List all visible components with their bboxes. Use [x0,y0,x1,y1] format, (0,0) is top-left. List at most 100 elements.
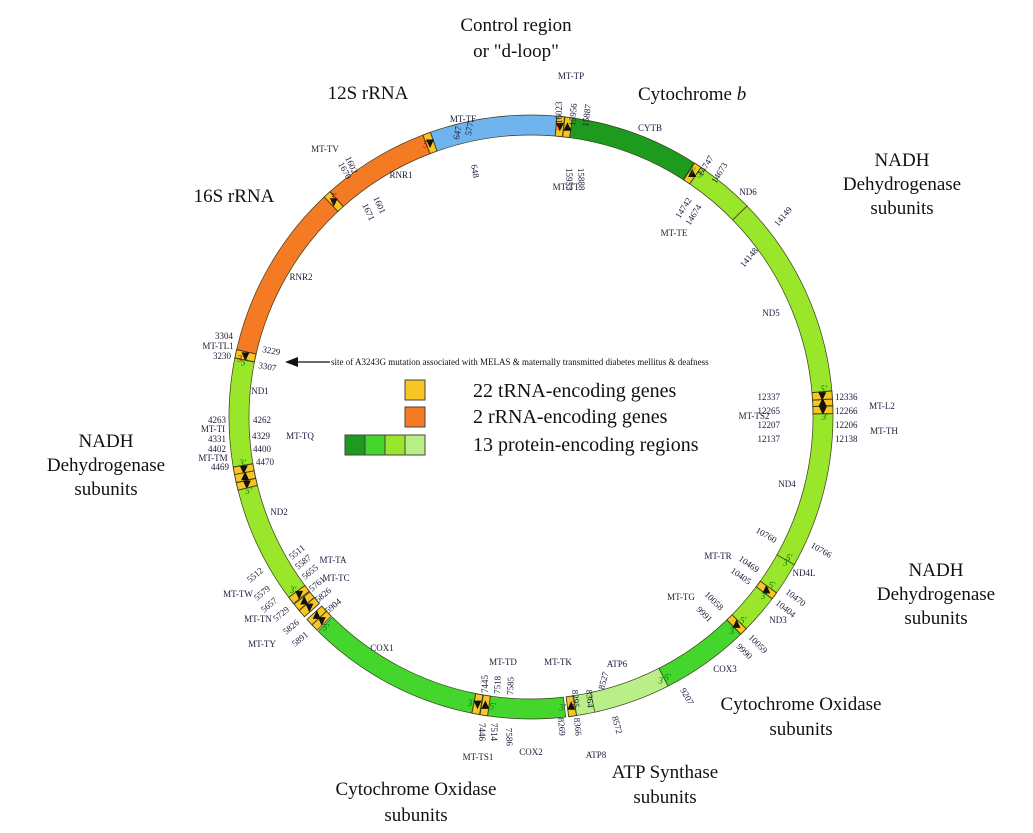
label-nadh-top-right-3: subunits [870,198,933,219]
label-cox-bottom-1: Cytochrome Oxidase [336,779,497,800]
gene-label-mt-tc: MT-TC [322,573,349,583]
position-label: 5891 [290,629,310,648]
gene-label-nd5: ND5 [762,308,780,318]
position-label: 9207 [678,686,696,707]
three-prime-marker: 3' [329,192,338,202]
gene-label-mt-ts1: MT-TS1 [463,752,494,762]
position-label: 15888 [576,168,587,191]
gene-label-mt-tk: MT-TK [544,657,572,667]
position-label: 3307 [258,360,278,373]
segment-cox1[interactable] [317,616,477,714]
label-nadh-bottom-right-2: Dehydrogenase [877,584,995,605]
gene-label-nd2: ND2 [270,507,288,517]
three-prime-marker: 3' [554,121,563,131]
legend-swatch-protein-3 [404,434,426,456]
segment-cox3[interactable] [658,619,742,687]
label-nadh-bottom-right-3: subunits [904,608,967,629]
gene-label-cox1: COX1 [370,643,394,653]
gene-label-nd1: ND1 [251,386,269,396]
label-atp-synthase-1: ATP Synthase [612,762,718,783]
strand-arrow-icon [300,596,309,605]
position-label: 4331 [208,434,226,444]
three-prime-marker: 3' [696,169,705,179]
gene-label-mt-ti: MT-TI [201,424,225,434]
position-label: 7514 [489,723,499,742]
segment-nd6[interactable] [689,166,748,221]
arrow-left-icon [285,357,298,367]
segment-nd2[interactable] [237,485,306,598]
strand-arrow-icon [818,406,827,415]
five-prime-marker: 5' [740,616,748,626]
position-label: 8527 [596,670,610,690]
position-label: 7518 [492,675,503,694]
segment-nd1[interactable] [228,357,255,468]
gene-label-mt-td: MT-TD [489,657,517,667]
position-label: 8269 [556,717,568,736]
position-label: 8572 [610,715,624,735]
segment-atp6[interactable] [590,667,669,713]
label-nadh-top-right-2: Dehydrogenase [843,174,961,195]
position-label: 3229 [262,344,282,357]
gene-label-mt-ty: MT-TY [248,639,276,649]
position-label: 7586 [504,728,515,747]
position-label: 12266 [835,406,858,416]
label-12s-rrna: 12S rRNA [328,83,409,104]
position-label: 10766 [809,540,834,560]
legend-label-rrna: 2 rRNA-encoding genes [473,406,668,428]
position-label: 10760 [754,525,779,545]
five-prime-marker: 5' [820,384,828,394]
legend-label-protein: 13 protein-encoding regions [473,434,699,456]
segment-rnr2[interactable] [236,196,339,355]
mutation-annotation: site of A3243G mutation associated with … [285,357,709,367]
five-prime-marker: 5' [423,139,431,149]
strand-arrow-icon [317,617,326,626]
five-prime-marker: 5' [664,672,672,682]
label-nadh-top-right-1: NADH [875,150,930,171]
gene-label-mt-l2: MT-L2 [869,401,895,411]
three-prime-marker: 3' [729,626,738,636]
five-prime-marker: 5' [786,553,794,563]
segment-nd4[interactable] [776,413,834,566]
gene-label-nd6: ND6 [739,187,757,197]
gene-label-nd3: ND3 [769,615,787,625]
label-16s-rrna: 16S rRNA [194,186,275,207]
legend-label-trna: 22 tRNA-encoding genes [473,380,677,402]
gene-label-nd4: ND4 [778,479,796,489]
position-label: 14148 [738,245,760,269]
label-control-region-line2: or "d-loop" [473,41,559,62]
strand-arrow-icon [481,700,490,709]
position-label: 577 [463,121,475,137]
position-label: 647 [451,125,463,141]
gene-label-nd4l: ND4L [793,568,816,578]
strand-arrow-icon [312,610,321,619]
legend-swatch-protein-2 [384,434,406,456]
position-label: 12265 [758,406,781,416]
gene-label-mt-tf: MT-TF [450,114,476,124]
gene-label-cox3: COX3 [713,664,737,674]
segment-cox2[interactable] [487,695,567,720]
position-label: 7445 [480,675,490,694]
segment-rnr1[interactable] [329,134,431,207]
legend-swatch-rrna [404,406,426,428]
label-cytochrome-b: Cytochrome b [638,84,746,105]
gene-label-atp6: ATP6 [607,659,628,669]
gene-label-mt-tw: MT-TW [223,589,253,599]
legend-swatch-protein-1 [364,434,386,456]
segment-cytb[interactable] [569,117,695,181]
position-label: 4329 [252,431,271,441]
segment-nd3[interactable] [731,586,773,630]
legend-swatch-protein [344,434,426,456]
segment-nd5[interactable] [732,205,833,393]
label-nadh-bottom-right-1: NADH [909,560,964,581]
strand-arrow-icon [241,471,250,481]
position-label: 9991 [695,604,715,624]
strand-arrow-icon [295,590,304,600]
position-label: 4470 [256,457,275,467]
position-label: 4262 [253,415,271,425]
segment-nd4l[interactable] [759,553,796,594]
legend-swatch-protein-0 [344,434,366,456]
five-prime-marker: 5' [245,486,253,496]
three-prime-marker: 3' [821,412,830,422]
legend-swatch-trna [404,379,426,401]
strand-arrow-icon [241,352,250,361]
